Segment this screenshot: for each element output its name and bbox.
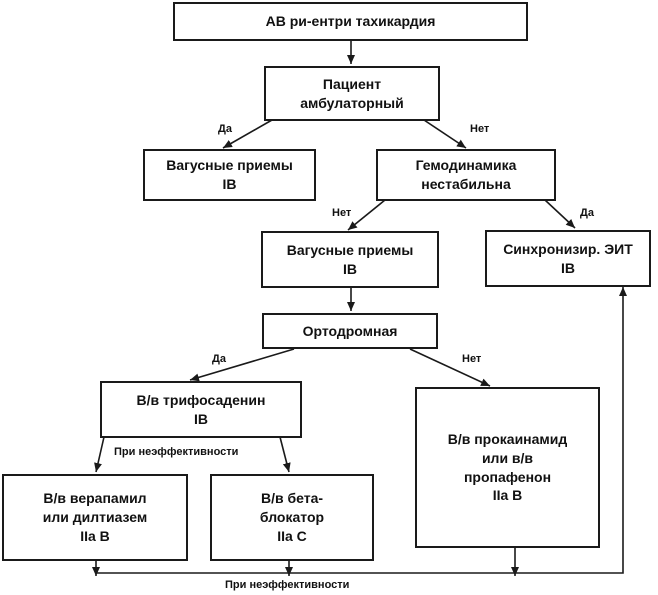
node-vagal2: Вагусные приемы IB	[261, 231, 439, 288]
node-outpatient-line-2: амбулаторный	[300, 94, 404, 111]
node-outpatient: Пациент амбулаторный	[264, 66, 440, 121]
node-vagal1: Вагусные приемы IB	[143, 149, 316, 201]
edge-label-no-outpatient: Нет	[470, 123, 490, 135]
node-beta-blocker-line-1: В/в бета-	[260, 490, 324, 507]
node-start: АВ ри-ентри тахикардия	[173, 2, 528, 41]
node-triphosadenine-line-1: В/в трифосаденин	[136, 391, 266, 408]
node-start-line-1: АВ ри-ентри тахикардия	[265, 13, 436, 30]
arrow-outpatient-to-vagal1	[222, 119, 273, 149]
node-orthodromic: Ортодромная	[262, 313, 438, 349]
arrow-triphosadenine-to-betablocker	[279, 436, 291, 473]
edge-label-yes-hemodynamics: Да	[580, 207, 594, 219]
edge-label-yes-orthodromic: Да	[212, 353, 226, 365]
node-outpatient-line-1: Пациент	[322, 75, 382, 92]
arrow-orthodromic-to-procainamide	[409, 348, 491, 387]
feedback-line-to-syncEIT	[96, 287, 627, 574]
arrow-hemodynamics-to-syncEIT	[544, 199, 576, 229]
edge-label-no-orthodromic: Нет	[462, 353, 482, 365]
node-orthodromic-line-1: Ортодромная	[302, 322, 398, 339]
node-hemodynamics-line-1: Гемодинамика	[415, 157, 517, 174]
node-verapamil-line-3: IIa B	[80, 527, 110, 544]
node-hemodynamics-line-2: нестабильна	[421, 176, 511, 192]
node-vagal1-line-1: Вагусные приемы	[166, 157, 293, 174]
arrow-hemodynamics-to-vagal2	[347, 199, 386, 231]
node-sync-eit-line-2: IB	[561, 259, 575, 276]
node-procainamide-line-3: пропафенон	[463, 468, 552, 485]
node-sync-eit-line-1: Синхронизир. ЭИТ	[503, 240, 633, 257]
node-vagal1-line-2: IB	[222, 176, 237, 192]
node-triphosadenine: В/в трифосаденин IB	[100, 381, 302, 438]
node-vagal2-line-2: IB	[343, 260, 357, 277]
node-vagal2-line-1: Вагусные приемы	[286, 241, 414, 258]
node-hemodynamics: Гемодинамика нестабильна	[376, 149, 556, 201]
node-procainamide-line-4: IIa B	[492, 487, 523, 504]
node-beta-blocker: В/в бета- блокатор IIa C	[210, 474, 374, 561]
node-beta-blocker-line-3: IIa C	[277, 527, 307, 544]
edge-label-yes-outpatient: Да	[218, 123, 232, 135]
node-sync-eit: Синхронизир. ЭИТ IB	[485, 230, 651, 287]
edge-label-ineffective-2: При неэффективности	[225, 579, 350, 591]
edge-label-no-hemodynamics: Нет	[332, 207, 352, 219]
node-triphosadenine-line-2: IB	[194, 410, 208, 427]
node-procainamide-line-2: или в/в	[481, 449, 534, 466]
node-procainamide: В/в прокаинамид или в/в пропафенон IIa B	[415, 387, 600, 548]
arrow-outpatient-to-hemodynamics	[423, 119, 467, 149]
node-beta-blocker-line-2: блокатор	[259, 509, 325, 526]
arrow-triphosadenine-to-verapamil	[94, 436, 105, 473]
arrow-orthodromic-to-triphosadenine	[189, 348, 295, 382]
node-verapamil-line-2: или дилтиазем	[42, 509, 148, 526]
edge-label-ineffective-1: При неэффективности	[114, 446, 239, 458]
node-verapamil: В/в верапамил или дилтиазем IIa B	[2, 474, 188, 561]
node-procainamide-line-1: В/в прокаинамид	[447, 430, 568, 447]
node-verapamil-line-1: В/в верапамил	[43, 490, 147, 507]
